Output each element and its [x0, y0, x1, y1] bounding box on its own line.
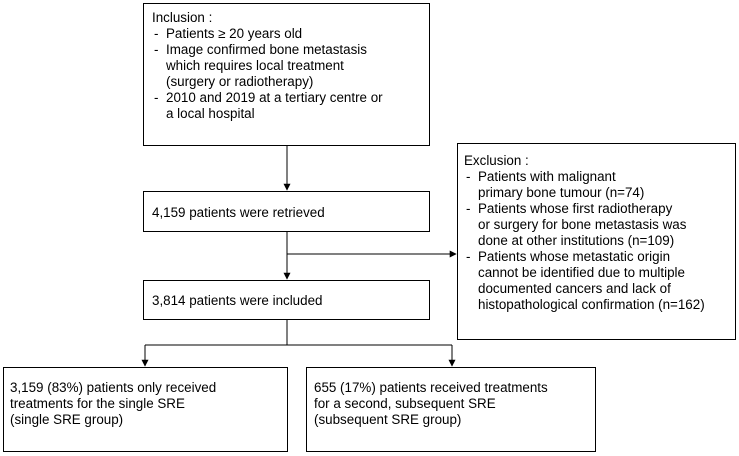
inclusion-item: 2010 and 2019 at a tertiary centre or a … [154, 90, 421, 122]
inclusion-criteria-list: Patients ≥ 20 years old Image confirmed … [154, 26, 421, 122]
exclusion-item: Patients whose metastatic origin cannot … [466, 249, 727, 313]
exclusion-item: Patients with malignant primary bone tum… [466, 169, 727, 201]
exclusion-criteria-list: Patients with malignant primary bone tum… [466, 169, 727, 313]
exclusion-box: Exclusion : Patients with malignant prim… [457, 143, 736, 340]
exclusion-item: Patients whose first radiotherapy or sur… [466, 201, 727, 249]
retrieved-box: 4,159 patients were retrieved [143, 191, 430, 232]
inclusion-box: Inclusion : Patients ≥ 20 years old Imag… [143, 3, 430, 146]
subsequent-sre-group-text: 655 (17%) patients received treatments f… [314, 380, 548, 427]
retrieved-text: 4,159 patients were retrieved [152, 205, 325, 220]
subsequent-sre-group-box: 655 (17%) patients received treatments f… [306, 367, 596, 452]
inclusion-title: Inclusion : [152, 10, 213, 25]
exclusion-title: Exclusion : [464, 153, 529, 168]
included-text: 3,814 patients were included [152, 293, 323, 308]
included-box: 3,814 patients were included [143, 280, 430, 320]
inclusion-item: Patients ≥ 20 years old [154, 26, 421, 42]
inclusion-item: Image confirmed bone metastasis which re… [154, 42, 421, 90]
single-sre-group-box: 3,159 (83%) patients only received treat… [3, 367, 288, 452]
single-sre-group-text: 3,159 (83%) patients only received treat… [10, 380, 217, 427]
